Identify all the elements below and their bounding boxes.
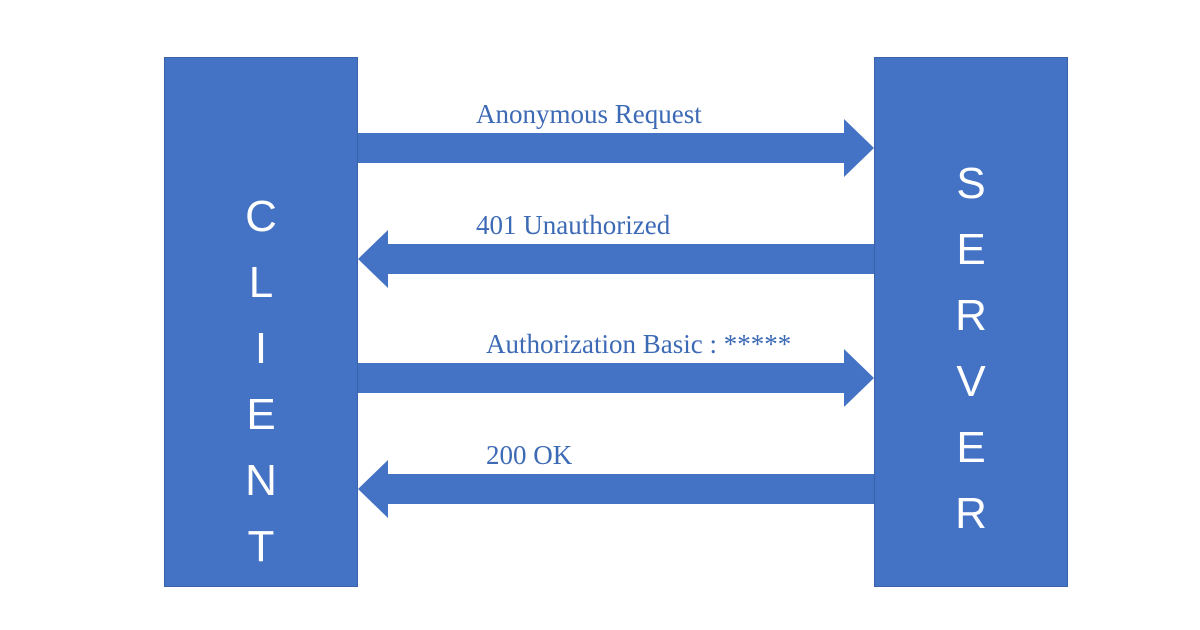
message-label-200-ok: 200 OK [486, 440, 573, 470]
client-letter: T [247, 522, 275, 571]
client-letter: L [248, 258, 274, 307]
server-letter: V [956, 357, 986, 406]
client-letter: C [245, 192, 277, 241]
message-label-401-unauthorized: 401 Unauthorized [476, 210, 671, 240]
server-letter: R [955, 489, 987, 538]
arrow-anonymous-request [358, 119, 874, 177]
client-letter: N [245, 456, 277, 505]
server-letter: E [956, 225, 986, 274]
server-letter: S [956, 159, 986, 208]
message-label-authorization-basic: Authorization Basic : ***** [486, 329, 792, 359]
arrow-401-unauthorized [358, 230, 874, 288]
server-letter: E [956, 423, 986, 472]
arrow-200-ok [358, 460, 874, 518]
client-box: C L I E N T [164, 57, 358, 587]
server-box: S E R V E R [874, 57, 1068, 587]
client-letter: E [246, 390, 276, 439]
arrow-authorization-basic [358, 349, 874, 407]
client-label: C L I E N T [165, 184, 357, 580]
server-letter: R [955, 291, 987, 340]
message-label-anonymous-request: Anonymous Request [476, 99, 702, 129]
server-label: S E R V E R [875, 151, 1067, 547]
client-letter: I [254, 324, 268, 373]
